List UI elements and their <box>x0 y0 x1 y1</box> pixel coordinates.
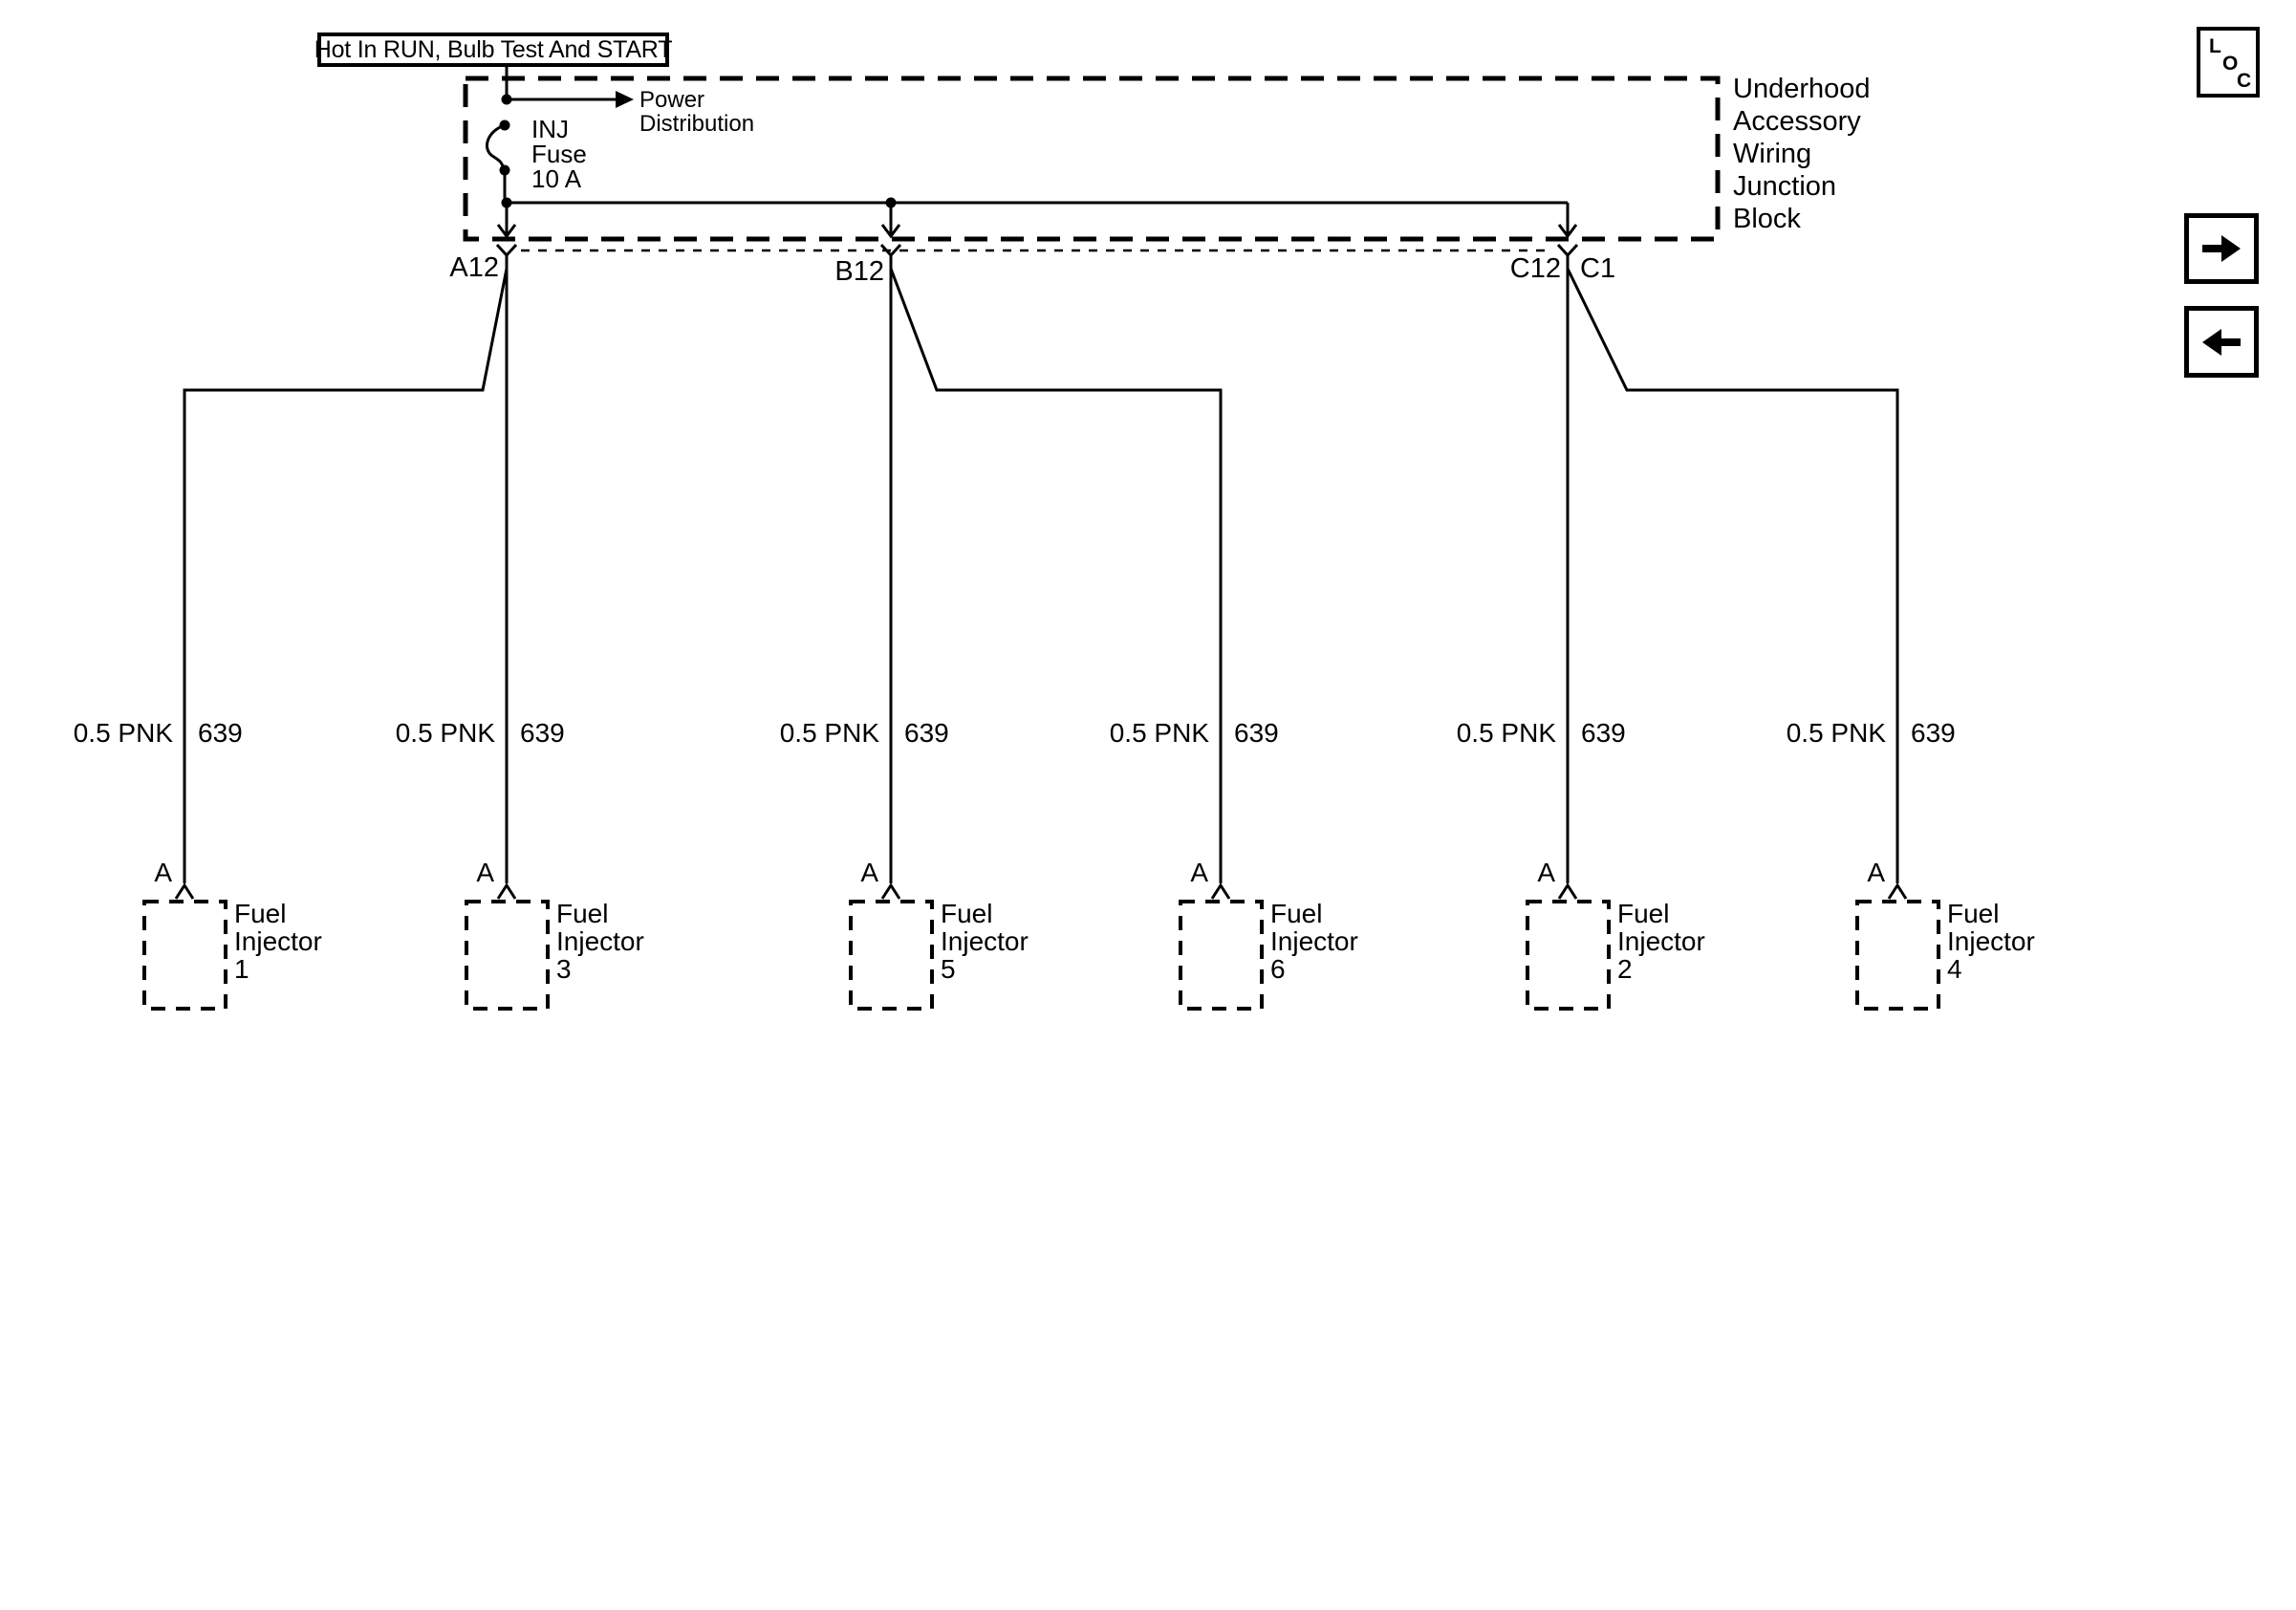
injector-label: Fuel Injector 4 <box>1947 900 2035 983</box>
injector-number: 4 <box>1947 954 1962 984</box>
injector-number: 6 <box>1270 954 1286 984</box>
injector-label-line: Fuel <box>556 899 609 928</box>
wire-circuit: 639 <box>520 718 565 748</box>
power-arrowhead <box>616 91 634 108</box>
injector-label: Fuel Injector 1 <box>234 900 322 983</box>
right-arrow-icon <box>2202 235 2241 262</box>
pin-chevron-1 <box>174 882 195 900</box>
left-arrow-icon <box>2202 328 2241 356</box>
wire-circuit: 639 <box>904 718 949 748</box>
junction-block-name-line: Block <box>1733 204 1801 234</box>
pin-chevron-2 <box>1557 882 1578 900</box>
hot-in-banner: Hot In RUN, Bulb Test And START <box>314 33 672 67</box>
fuse-rating: 10 A <box>531 164 582 193</box>
pin-chevron-3 <box>496 882 517 900</box>
pin-label-a12: A12 <box>449 252 499 283</box>
wire-injector-6 <box>889 268 1223 883</box>
pin-label-c1: C1 <box>1580 253 1616 284</box>
pin-label-b12: B12 <box>834 256 884 287</box>
loc-button[interactable]: L O C <box>2197 27 2260 98</box>
junction-block-name-line: Junction <box>1733 171 1837 202</box>
junction-dots <box>499 94 897 208</box>
previous-page-button[interactable] <box>2184 306 2259 378</box>
injector-pin-label: A <box>1190 858 1208 887</box>
fuse-symbol <box>486 123 507 171</box>
pin-chevron-4 <box>1887 882 1908 900</box>
wire-circuit: 639 <box>1581 718 1626 748</box>
injector-number: 1 <box>234 954 249 984</box>
pin-chevron-5 <box>880 882 901 900</box>
junction-block-name: Underhood Accessory Wiring Junction Bloc… <box>1733 73 1871 235</box>
injector-label-line: Fuel <box>1270 899 1323 928</box>
injector-label-line: Injector <box>234 926 322 956</box>
injector-label-line: Injector <box>1270 926 1358 956</box>
fuse-name: INJ <box>531 115 569 143</box>
injector-number: 5 <box>941 954 956 984</box>
wire-size-color: 0.5 PNK <box>1456 718 1556 748</box>
injector-label-line: Fuel <box>941 899 993 928</box>
power-distribution-line: Distribution <box>639 111 755 137</box>
injector-label-line: Injector <box>1617 926 1705 956</box>
injector-1-box <box>142 900 227 1011</box>
injector-3-box <box>465 900 550 1011</box>
wire-size-color: 0.5 PNK <box>73 718 173 748</box>
junction-block-name-line: Accessory <box>1733 106 1861 137</box>
wire-size-color: 0.5 PNK <box>395 718 495 748</box>
injector-pin-label: A <box>1867 858 1885 887</box>
wire-circuit: 639 <box>198 718 243 748</box>
injector-label-line: Injector <box>556 926 644 956</box>
injector-pin-label: A <box>860 858 878 887</box>
loc-letter: C <box>2237 70 2252 92</box>
junction-block-name-line: Underhood <box>1733 74 1871 104</box>
injector-label-line: Fuel <box>1947 899 2000 928</box>
injector-2-box <box>1526 900 1611 1011</box>
junction-block-name-line: Wiring <box>1733 139 1812 169</box>
injector-4-box <box>1855 900 1940 1011</box>
injector-label: Fuel Injector 5 <box>941 900 1029 983</box>
injector-label: Fuel Injector 3 <box>556 900 644 983</box>
terminal-b12 <box>879 243 902 269</box>
wire-circuit: 639 <box>1234 718 1279 748</box>
injector-pin-label: A <box>154 858 172 887</box>
injector-label-line: Injector <box>1947 926 2035 956</box>
terminal-a12 <box>495 243 518 269</box>
wire-injector-1 <box>183 268 509 883</box>
wire-injector-4 <box>1566 268 1899 883</box>
fuse-type: Fuse <box>531 140 587 168</box>
injector-label-line: Injector <box>941 926 1029 956</box>
injector-label: Fuel Injector 6 <box>1270 900 1358 983</box>
next-page-button[interactable] <box>2184 213 2259 284</box>
power-distribution-label: Power Distribution <box>639 88 754 136</box>
injector-5-box <box>849 900 934 1011</box>
loc-letter: O <box>2222 53 2239 75</box>
injector-6-box <box>1179 900 1264 1011</box>
injector-label-line: Fuel <box>234 899 287 928</box>
pin-label-c12: C12 <box>1509 253 1561 284</box>
wire-size-color: 0.5 PNK <box>1786 718 1886 748</box>
wire-size-color: 0.5 PNK <box>779 718 879 748</box>
pin-chevron-6 <box>1210 882 1231 900</box>
injector-label: Fuel Injector 2 <box>1617 900 1705 983</box>
terminal-c12-c1 <box>1556 243 1579 269</box>
power-distribution-line: Power <box>639 87 705 113</box>
injector-number: 3 <box>556 954 572 984</box>
injector-pin-label: A <box>476 858 494 887</box>
injector-label-line: Fuel <box>1617 899 1670 928</box>
injector-pin-label: A <box>1537 858 1555 887</box>
wire-size-color: 0.5 PNK <box>1109 718 1209 748</box>
injector-number: 2 <box>1617 954 1633 984</box>
loc-letter: L <box>2209 35 2221 57</box>
fuse-label: INJ Fuse 10 A <box>531 117 587 191</box>
wire-circuit: 639 <box>1911 718 1956 748</box>
